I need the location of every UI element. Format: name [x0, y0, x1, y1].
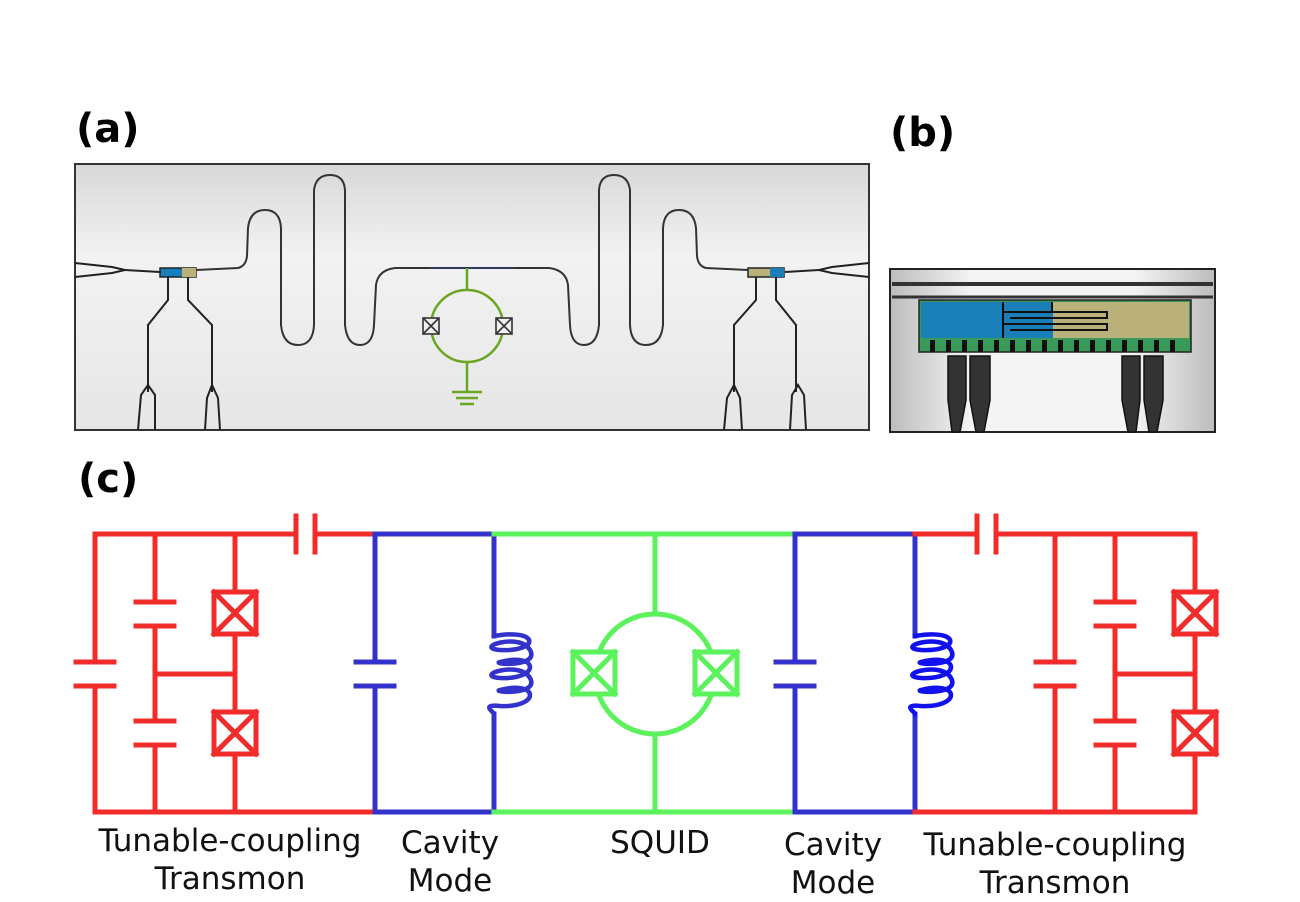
label-right-transmon-line1: Tunable-coupling	[923, 827, 1187, 863]
feedline-right	[784, 262, 870, 278]
probe-lines	[947, 355, 1164, 433]
junction-left-bottom	[210, 708, 260, 758]
transmon-closeup-b	[889, 268, 1216, 433]
squid-junction-right	[691, 648, 741, 698]
squid-junction-left	[569, 648, 619, 698]
meander-resonator-left	[195, 173, 430, 347]
right-cavity-circuit	[773, 531, 955, 815]
chip-junction-right	[495, 317, 513, 335]
right-transmon-circuit	[912, 513, 1220, 815]
label-right-transmon: Tunable-coupling Transmon	[905, 826, 1205, 902]
label-right-cavity: Cavity Mode	[758, 826, 908, 902]
label-right-transmon-line2: Transmon	[979, 865, 1131, 901]
label-squid-text: SQUID	[610, 825, 710, 861]
chip-layout-a	[74, 163, 870, 431]
label-right-cavity-line2: Mode	[790, 865, 876, 901]
meander-resonator-right	[514, 173, 749, 347]
control-lines-right	[723, 277, 807, 431]
pad-blue	[921, 302, 1053, 338]
feedline-left	[74, 262, 161, 278]
pad-tan	[1053, 302, 1189, 338]
label-left-transmon-line1: Tunable-coupling	[98, 823, 362, 859]
chip-junction-left	[422, 317, 440, 335]
panel-label-b: (b)	[890, 110, 956, 156]
squid-circuit	[491, 531, 798, 815]
label-left-cavity-line1: Cavity	[400, 825, 500, 861]
junction-right-top	[1170, 588, 1220, 638]
label-left-cavity-line2: Mode	[407, 863, 493, 899]
label-right-cavity-line1: Cavity	[783, 827, 883, 863]
cavity-inductor-right	[908, 632, 955, 717]
label-left-cavity: Cavity Mode	[375, 824, 525, 900]
left-transmon-circuit	[73, 513, 378, 815]
panel-label-c: (c)	[78, 456, 139, 502]
junction-left-top	[210, 588, 260, 638]
control-lines-left	[137, 277, 221, 431]
panel-label-a: (a)	[76, 106, 140, 152]
label-left-transmon: Tunable-coupling Transmon	[80, 822, 380, 898]
junction-right-bottom	[1170, 708, 1220, 758]
label-squid: SQUID	[580, 824, 740, 862]
circuit-c	[73, 513, 1220, 815]
label-left-transmon-line2: Transmon	[154, 861, 306, 897]
left-cavity-circuit	[353, 531, 534, 815]
cavity-inductor-left	[487, 632, 534, 717]
